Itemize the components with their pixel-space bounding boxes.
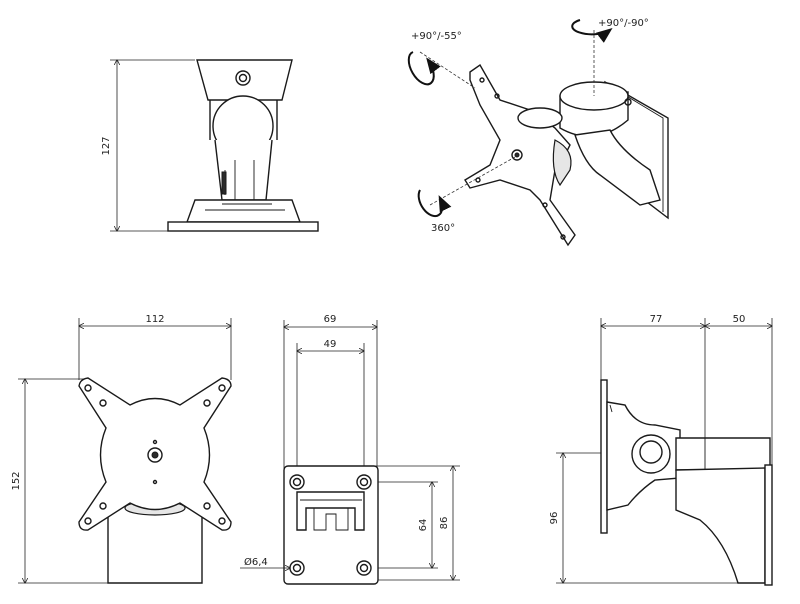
wall-plate-front-view: 69 49 64 86 Ø6,4 bbox=[240, 314, 460, 585]
wall-mount-body bbox=[675, 467, 766, 584]
hook-slots bbox=[313, 508, 349, 531]
tilt-rotation-arrow bbox=[407, 51, 441, 86]
tilt-pivot-inner bbox=[639, 440, 663, 464]
bracket-hole-inner bbox=[238, 73, 248, 83]
vesa-hole-tl-outer bbox=[84, 384, 92, 392]
vesa-small-hole-top bbox=[152, 439, 158, 445]
front-elevation-view: 127 bbox=[101, 59, 319, 232]
dimension-label-86: 86 bbox=[439, 517, 450, 530]
neck-label-strip bbox=[221, 171, 227, 195]
wall-hole-tr bbox=[356, 474, 372, 490]
iso-hole-5 bbox=[542, 202, 548, 208]
dimension-label-height: 127 bbox=[101, 136, 112, 155]
wall-hole-tl-inner bbox=[292, 477, 302, 487]
top-bracket bbox=[196, 59, 293, 101]
wall-plate-side bbox=[764, 464, 773, 586]
stem bbox=[107, 505, 203, 584]
iso-hole-1 bbox=[479, 77, 485, 83]
vesa-hole-tl-inner bbox=[99, 399, 107, 407]
iso-hole-4 bbox=[560, 234, 566, 240]
vesa-center-screw-front bbox=[151, 451, 159, 459]
swivel-rotation-arrow bbox=[571, 19, 613, 43]
wall-hole-br-inner bbox=[359, 563, 369, 573]
wall-hole-br bbox=[356, 560, 372, 576]
wall-hole-tr-inner bbox=[359, 477, 369, 487]
iso-hole-2 bbox=[494, 93, 500, 99]
dimension-label-77: 77 bbox=[650, 314, 663, 325]
dimension-label-plate-height: 152 bbox=[11, 471, 22, 490]
wall-hole-bl-inner bbox=[292, 563, 302, 573]
dimension-label-69: 69 bbox=[324, 314, 337, 325]
joint-housing bbox=[209, 100, 278, 140]
vesa-small-hole-bottom bbox=[152, 479, 158, 485]
arm-side bbox=[675, 437, 771, 471]
vesa-hole-tr-outer bbox=[218, 384, 226, 392]
dimension-label-96: 96 bbox=[549, 512, 560, 525]
vesa-hole-br-outer bbox=[218, 517, 226, 525]
vesa-hole-tr-inner bbox=[203, 399, 211, 407]
dimension-label-64: 64 bbox=[418, 519, 429, 532]
side-profile-view: 77 50 96 bbox=[549, 314, 773, 586]
monitor-plate-edge bbox=[600, 379, 608, 534]
vesa-hole-bl-inner bbox=[99, 502, 107, 510]
tilt-label: +90°/-55° bbox=[411, 31, 462, 42]
arm-lower bbox=[574, 129, 661, 206]
bracket-hole bbox=[235, 70, 251, 86]
rotate-label: 360° bbox=[431, 223, 455, 234]
neck-inner bbox=[234, 160, 255, 200]
vesa-center-boss bbox=[147, 447, 163, 463]
vesa-hole-bl-outer bbox=[84, 517, 92, 525]
wall-hole-tl bbox=[289, 474, 305, 490]
vesa-center-hole bbox=[511, 149, 523, 161]
rotate-rotation-arrow bbox=[417, 189, 452, 218]
vesa-center-screw bbox=[514, 152, 520, 158]
dimension-label-49: 49 bbox=[324, 339, 337, 350]
isometric-view: +90°/-55° +90°/-90° 360° bbox=[407, 18, 669, 247]
base-plate bbox=[167, 221, 319, 232]
dimension-label-diameter: Ø6,4 bbox=[244, 556, 268, 568]
tilt-joint bbox=[517, 107, 563, 129]
bracket-tab bbox=[609, 404, 613, 413]
dimension-label-50: 50 bbox=[733, 314, 746, 325]
vesa-plate-front-view: 112 152 bbox=[11, 314, 232, 584]
arm-screw bbox=[624, 98, 632, 106]
dimension-label-width: 112 bbox=[145, 314, 164, 325]
base-detail bbox=[205, 203, 285, 211]
hook-frame bbox=[296, 491, 365, 531]
vesa-hole-br-inner bbox=[203, 502, 211, 510]
base-upper bbox=[186, 199, 301, 223]
tilt-axis bbox=[419, 51, 476, 89]
joint-shadow bbox=[552, 139, 572, 187]
swivel-label: +90°/-90° bbox=[598, 18, 649, 29]
